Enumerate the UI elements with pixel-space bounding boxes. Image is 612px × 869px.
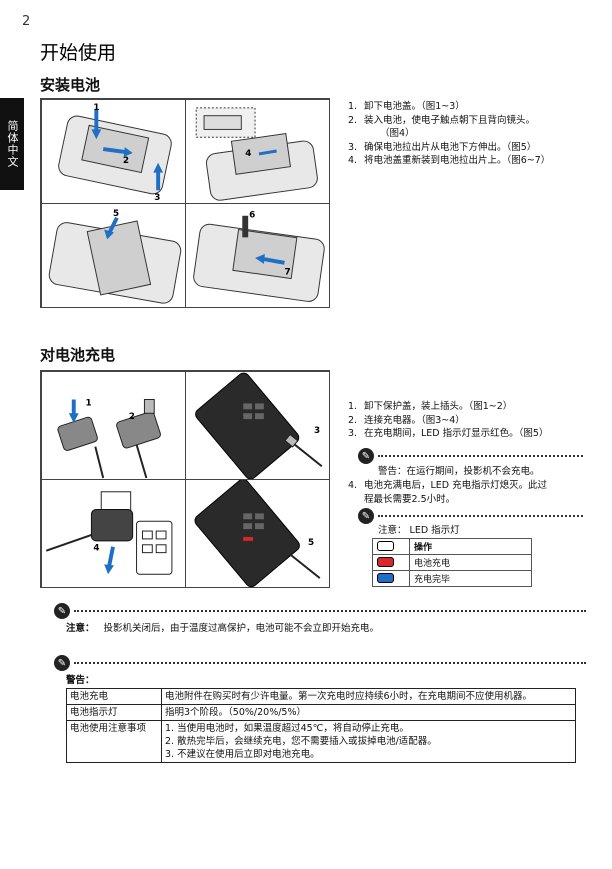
- warning-key: 电池充电: [66, 688, 162, 705]
- note-label: 注意：: [66, 623, 95, 634]
- install-steps: 1.卸下电池盖。（图1~3） 2.装入电池，使电子触点朝下且背向镜头。 （图4）…: [348, 100, 598, 168]
- led-indicator-table: 操作 电池充电 充电完毕: [372, 538, 532, 587]
- divider: [378, 455, 583, 457]
- charge-step: 3.在充电期间，LED 指示灯显示红色。（图5）: [348, 428, 549, 439]
- note-icon: ✎: [54, 603, 70, 619]
- warning-value: 指明3个阶段。（50%/20%/5%）: [161, 704, 576, 721]
- warning-icon: ✎: [54, 655, 70, 671]
- fig-label-3: 3: [154, 193, 160, 203]
- projector-bottom-illustration: 1 2 3: [57, 102, 172, 203]
- warning-value: 电池附件在购买时有少许电量。第一次充电时应持续6小时，在充电期间不应使用机器。: [161, 688, 576, 705]
- fig-label-4: 4: [245, 148, 251, 158]
- install-figure-6-7: 6 7: [184, 202, 330, 308]
- led-blue-icon: [377, 573, 394, 584]
- note-text-line: 注意： 投影机关闭后，由于温度过高保护，电池可能不会立即开始充电。: [66, 620, 379, 634]
- warning-value: 1. 当使用电池时，如果温度超过45℃，将自动停止充电。 2. 散热完毕后，会继…: [161, 720, 576, 763]
- fig-label-6: 6: [249, 210, 255, 220]
- charge-fig-label-1: 1: [85, 398, 91, 408]
- fig-label-2: 2: [122, 155, 128, 165]
- fig-label-1: 1: [93, 102, 99, 112]
- install-step: 2.装入电池，使电子触点朝下且背向镜头。: [348, 114, 536, 126]
- led-row: 操作: [372, 538, 532, 555]
- charge-battery-heading: 对电池充电: [40, 346, 116, 364]
- battery-pull-tab-illustration: 5: [48, 208, 181, 304]
- warning-row: 电池充电 电池附件在购买时有少许电量。第一次充电时应持续6小时，在充电期间不应使…: [66, 688, 576, 705]
- charge-figure-5: 5: [184, 478, 330, 588]
- charge-fig-label-4: 4: [93, 543, 99, 553]
- warning-label: 警告：: [66, 675, 95, 686]
- install-battery-heading: 安装电池: [40, 76, 101, 94]
- fig-label-5: 5: [113, 208, 119, 218]
- install-step: 3.确保电池拉出片从电池下方伸出。（图5）: [348, 141, 537, 153]
- install-figure-grid: 1 2 3 4 5 6 7: [40, 98, 330, 308]
- page-title: 开始使用: [40, 42, 117, 64]
- install-figure-1-3: 1 2 3: [40, 98, 186, 204]
- install-step-continued: （图4）: [380, 128, 415, 139]
- charge-step: 1.卸下保护盖，装上插头。（图1~2）: [348, 401, 513, 412]
- plug-adapter-illustration: 1 2: [56, 398, 161, 478]
- charge-fig-label-3: 3: [313, 425, 319, 435]
- install-figure-4: 4: [184, 98, 330, 204]
- page-number: 2: [22, 14, 31, 29]
- charge-steps: 1.卸下保护盖，装上插头。（图1~2） 2.连接充电器。（图3~4） 3.在充电…: [348, 400, 603, 441]
- divider: [74, 610, 586, 612]
- language-tab: 简体中文: [0, 98, 24, 190]
- charge-figure-4: 4: [40, 478, 186, 588]
- led-off-icon: [377, 541, 394, 552]
- divider: [74, 662, 586, 664]
- warning-row: 电池指示灯 指明3个阶段。（50%/20%/5%）: [66, 704, 576, 721]
- led-row: 充电完毕: [372, 570, 532, 587]
- connect-charger-illustration: 3: [194, 372, 322, 479]
- note-icon: ✎: [358, 508, 374, 524]
- warning-key: 电池使用注意事项: [66, 720, 162, 763]
- cover-replace-illustration: 6 7: [192, 210, 325, 302]
- charge-step: 2.连接充电器。（图3~4）: [348, 414, 465, 426]
- led-red-icon: [377, 557, 394, 568]
- led-note-label: 注意： LED 指示灯: [378, 525, 460, 536]
- warning-table: 电池充电 电池附件在购买时有少许电量。第一次充电时应持续6小时，在充电期间不应使…: [66, 688, 576, 763]
- charging-led-illustration: 5: [194, 479, 320, 587]
- charger-battery-illustration: 4: [45, 490, 172, 575]
- led-row: 电池充电: [372, 554, 532, 571]
- battery-insert-illustration: 4: [195, 106, 318, 201]
- fig-label-7: 7: [284, 267, 290, 277]
- install-figure-5: 5: [40, 202, 186, 308]
- note-text: 投影机关闭后，由于温度过高保护，电池可能不会立即开始充电。: [103, 623, 380, 634]
- charge-step-4: 4.电池充满电后，LED 充电指示灯熄灭。此过 程最长需要2.5小时。: [348, 480, 548, 505]
- install-step: 4.将电池盖重新装到电池拉出片上。（图6~7）: [348, 155, 551, 166]
- divider: [378, 515, 583, 517]
- charge-warning-inline: 警告：在运行期间，投影机不会充电。: [378, 466, 540, 477]
- charge-fig-label-2: 2: [128, 412, 134, 422]
- charge-fig-label-5: 5: [308, 537, 314, 547]
- charge-figure-grid: 1 2 3 4 5: [40, 370, 330, 588]
- charge-figure-3: 3: [184, 370, 330, 480]
- warning-key: 电池指示灯: [66, 704, 162, 721]
- warning-row: 电池使用注意事项 1. 当使用电池时，如果温度超过45℃，将自动停止充电。 2.…: [66, 720, 576, 763]
- charge-figure-1-2: 1 2: [40, 370, 186, 480]
- warning-icon: ✎: [358, 448, 374, 464]
- install-step: 1.卸下电池盖。（图1~3）: [348, 101, 465, 112]
